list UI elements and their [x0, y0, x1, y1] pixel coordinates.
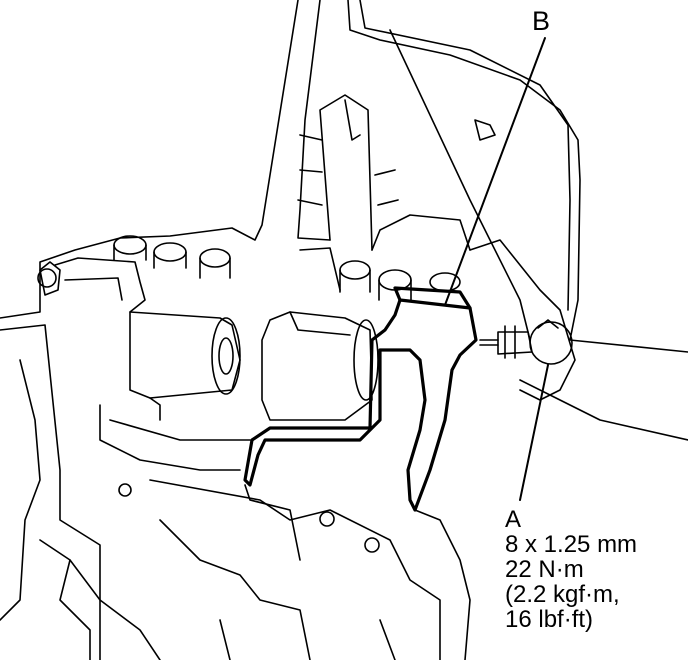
- leader-line-b: [444, 37, 546, 306]
- callout-a-label: A 8 x 1.25 mm 22 N·m (2.2 kgf·m, 16 lbf·…: [505, 507, 637, 632]
- callout-a-bolt-size: 8 x 1.25 mm: [505, 531, 638, 558]
- callout-a-torque-nm: 22 N·m: [505, 556, 584, 583]
- left-block-outline: [0, 0, 331, 660]
- left-mount-body: [37, 257, 251, 471]
- right-housing: [347, 0, 688, 441]
- mount-bolts-top: [113, 235, 461, 301]
- lower-structure: [39, 479, 471, 660]
- bracket-b: [243, 286, 478, 512]
- callout-a-torque-lbfft: 16 lbf·ft): [505, 606, 594, 633]
- center-mount-body: [261, 311, 379, 421]
- callout-b-label: B: [532, 6, 551, 36]
- center-tower: [297, 94, 471, 291]
- callout-a-torque-kgfm: (2.2 kgf·m,: [505, 581, 620, 608]
- leader-line-a: [519, 364, 549, 501]
- bolt-a: [479, 319, 573, 365]
- callout-a-letter: A: [505, 506, 522, 533]
